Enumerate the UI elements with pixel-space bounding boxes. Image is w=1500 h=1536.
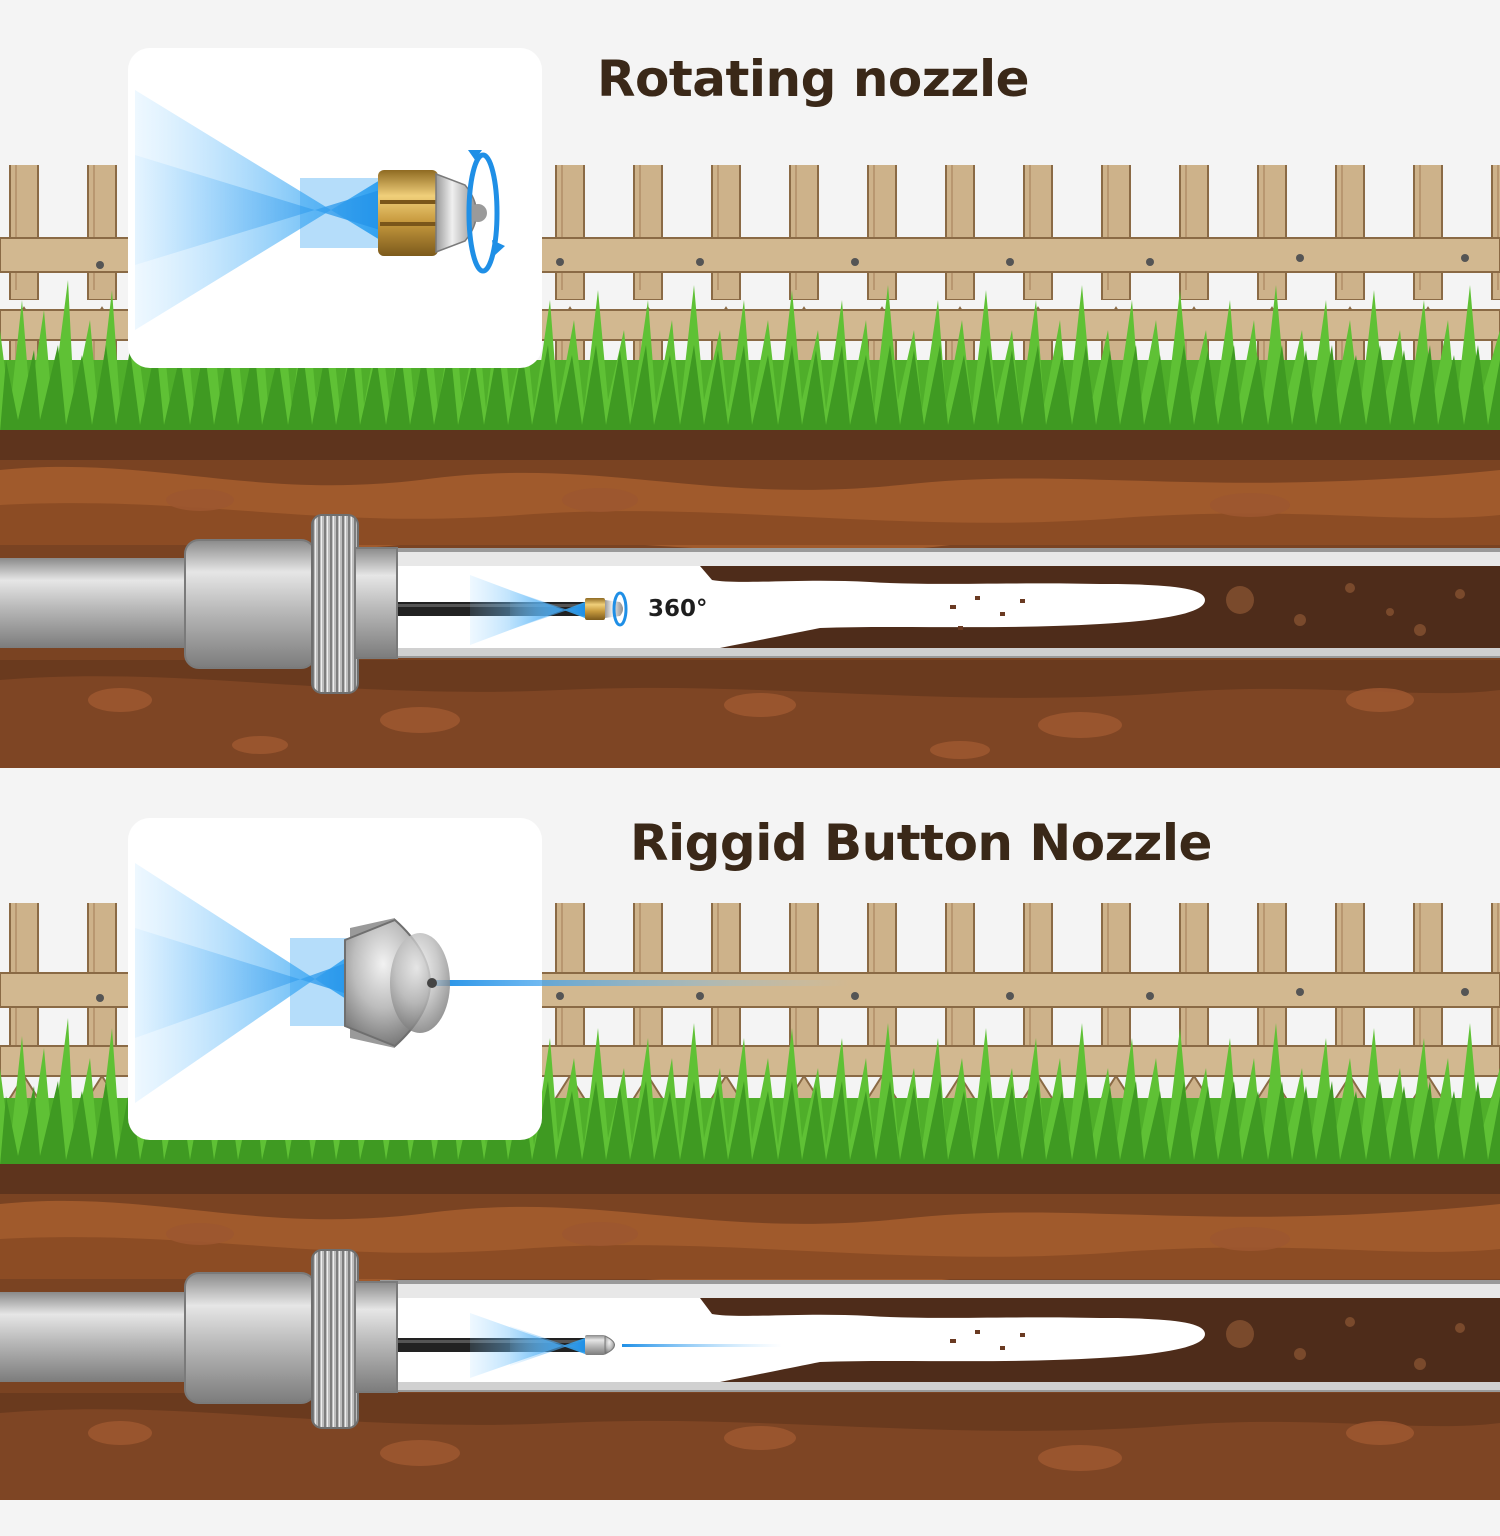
spray-cone <box>470 1313 782 1378</box>
wide-spray <box>135 863 360 1103</box>
illustration: Rotating nozzle 360° <box>0 48 1500 1500</box>
narrow-jet <box>430 980 850 986</box>
inset-card <box>128 48 542 368</box>
rotation-label: 360° <box>648 596 708 622</box>
panel-button: Riggid Button Nozzle <box>0 768 1500 1536</box>
wide-spray <box>135 90 382 330</box>
spray-cone <box>470 575 585 645</box>
rotating-nozzle-icon <box>378 150 505 274</box>
sewer-pipe <box>380 1280 1500 1392</box>
panel-title: Rotating nozzle <box>597 50 1030 108</box>
panel-rotating: Rotating nozzle 360° <box>0 48 1500 768</box>
small-button-nozzle-icon <box>585 1335 615 1355</box>
soil <box>0 1164 1500 1500</box>
panel-rotating-scene <box>0 48 1500 768</box>
button-nozzle-icon <box>344 918 450 1048</box>
inset-card <box>128 818 850 1140</box>
small-rotating-nozzle-icon <box>585 591 628 627</box>
panel-title: Riggid Button Nozzle <box>630 814 1212 872</box>
panel-button-scene <box>0 818 1500 1500</box>
pipe-coupling <box>0 1249 398 1429</box>
pipe-coupling <box>0 514 398 694</box>
